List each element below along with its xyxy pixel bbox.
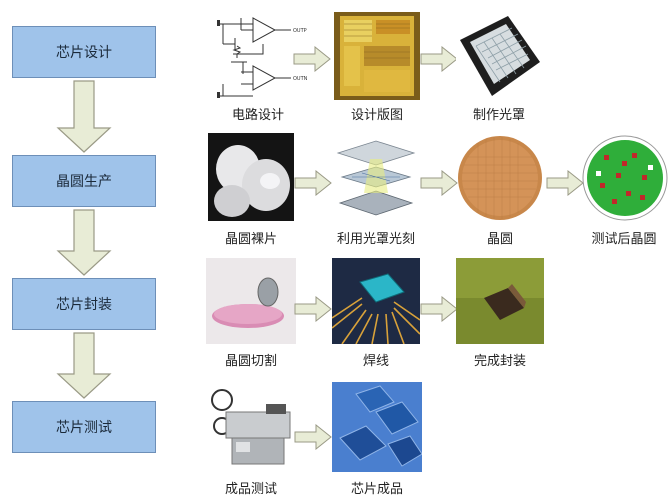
right-arrow	[294, 424, 332, 450]
right-arrow	[420, 296, 458, 322]
caption-packaging-done: 完成封装	[473, 354, 526, 369]
caption-bare-wafer: 晶圆裸片	[224, 232, 277, 247]
tested-wafer-image	[582, 135, 668, 221]
down-arrow-1	[56, 80, 112, 153]
wire-bonding-image	[332, 258, 420, 344]
caption-circuit-design: 电路设计	[231, 108, 284, 123]
layout-design-image	[334, 12, 420, 100]
caption-layout-design: 设计版图	[350, 108, 403, 123]
final-test-machine-image	[206, 382, 296, 472]
right-arrow	[420, 46, 458, 72]
caption-finished-chips: 芯片成品	[350, 482, 403, 497]
caption-tested-wafer: 测试后晶圆	[591, 232, 657, 247]
right-arrow	[294, 296, 332, 322]
caption-make-photomask: 制作光罩	[472, 108, 525, 123]
photomask-image	[456, 12, 542, 100]
packaged-chip-image	[456, 258, 544, 344]
circuit-label-outp: OUTP	[293, 28, 307, 34]
caption-final-test: 成品测试	[224, 482, 277, 497]
stage-chip-testing: 芯片测试	[12, 401, 156, 453]
caption-wafer-dicing: 晶圆切割	[224, 354, 277, 369]
stage-chip-design: 芯片设计	[12, 26, 156, 78]
bare-wafer-image	[208, 133, 294, 221]
right-arrow	[293, 46, 331, 72]
lithography-image	[332, 133, 420, 221]
wafer-dicing-image	[206, 258, 296, 344]
finished-chips-image	[332, 382, 422, 472]
down-arrow-2	[56, 209, 112, 276]
caption-lithography: 利用光罩光刻	[336, 232, 415, 247]
caption-wire-bonding: 焊线	[362, 354, 389, 369]
stage-label: 芯片设计	[56, 45, 112, 61]
wafer-image	[456, 135, 544, 221]
circuit-diagram-image: OUTP OUTN	[213, 14, 313, 100]
stage-wafer-production: 晶圆生产	[12, 155, 156, 207]
circuit-label-outn: OUTN	[293, 76, 308, 82]
caption-wafer: 晶圆	[486, 232, 513, 247]
right-arrow	[420, 170, 458, 196]
down-arrow-3	[56, 332, 112, 399]
stage-label: 芯片测试	[56, 420, 112, 436]
right-arrow	[294, 170, 332, 196]
stage-label: 芯片封装	[56, 297, 112, 313]
right-arrow	[546, 170, 584, 196]
stage-chip-packaging: 芯片封装	[12, 278, 156, 330]
stage-label: 晶圆生产	[56, 174, 112, 190]
